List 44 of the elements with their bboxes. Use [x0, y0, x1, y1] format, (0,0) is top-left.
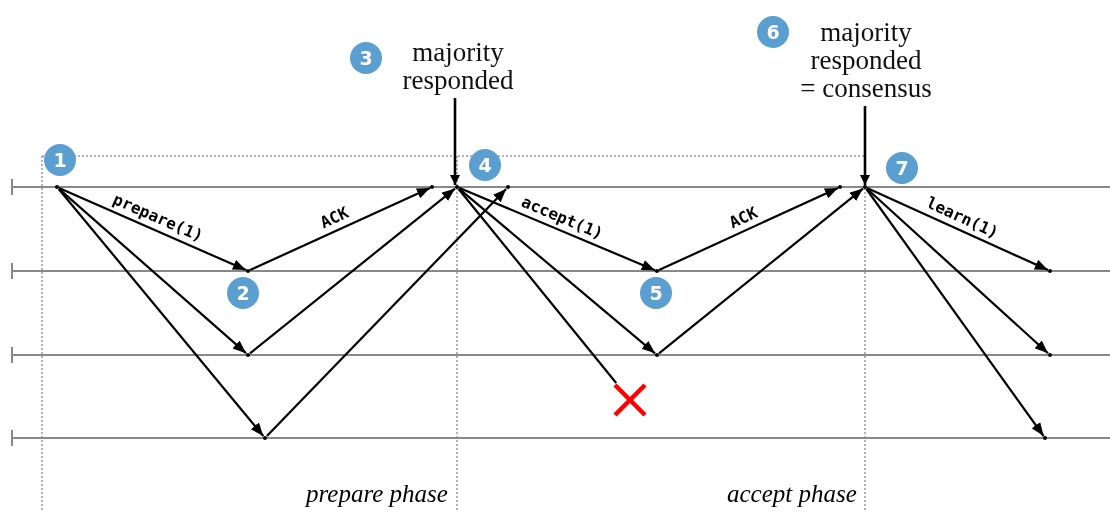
event-point — [430, 185, 434, 189]
message-arrow — [866, 186, 1049, 272]
event-point — [1043, 436, 1047, 440]
phase-label: accept phase — [727, 480, 857, 508]
message-arrow — [249, 187, 456, 355]
callout-arrow — [449, 98, 461, 185]
edge-label: ACK — [317, 202, 352, 232]
cross-mark — [613, 383, 647, 417]
phase-label: prepare phase — [306, 480, 448, 508]
callout-text: majority responded — [388, 38, 528, 94]
event-point — [1048, 269, 1052, 273]
message-arrow — [249, 186, 431, 272]
message-arrow — [658, 186, 839, 272]
event-point — [655, 353, 659, 357]
message-arrow — [658, 187, 864, 355]
event-point — [55, 185, 59, 189]
event-point — [263, 436, 267, 440]
callout-text: majority responded = consensus — [800, 18, 932, 102]
step-number: 1 — [44, 144, 76, 176]
message-arrow — [866, 188, 1049, 354]
event-point — [246, 353, 250, 357]
message-arrow — [458, 187, 656, 355]
step-number: 5 — [640, 277, 672, 309]
message-arrow — [57, 188, 265, 437]
step-number: 4 — [469, 149, 501, 181]
step-number: 7 — [886, 152, 918, 184]
event-point — [655, 269, 659, 273]
message-arrow — [865, 188, 1045, 437]
step-number: 3 — [350, 42, 382, 74]
event-point — [506, 185, 510, 189]
step-number: 6 — [757, 16, 789, 48]
step-number: 2 — [227, 277, 259, 309]
message-arrow — [266, 188, 507, 437]
message-arrow — [458, 186, 656, 272]
event-point — [1048, 353, 1052, 357]
message-arrow — [58, 186, 247, 272]
callout-arrow — [859, 106, 871, 185]
event-point — [455, 185, 459, 189]
event-point — [838, 185, 842, 189]
edge-label: ACK — [725, 202, 761, 232]
event-point — [863, 185, 867, 189]
event-point — [246, 269, 250, 273]
message-line — [457, 188, 618, 384]
message-arrow — [58, 187, 247, 355]
